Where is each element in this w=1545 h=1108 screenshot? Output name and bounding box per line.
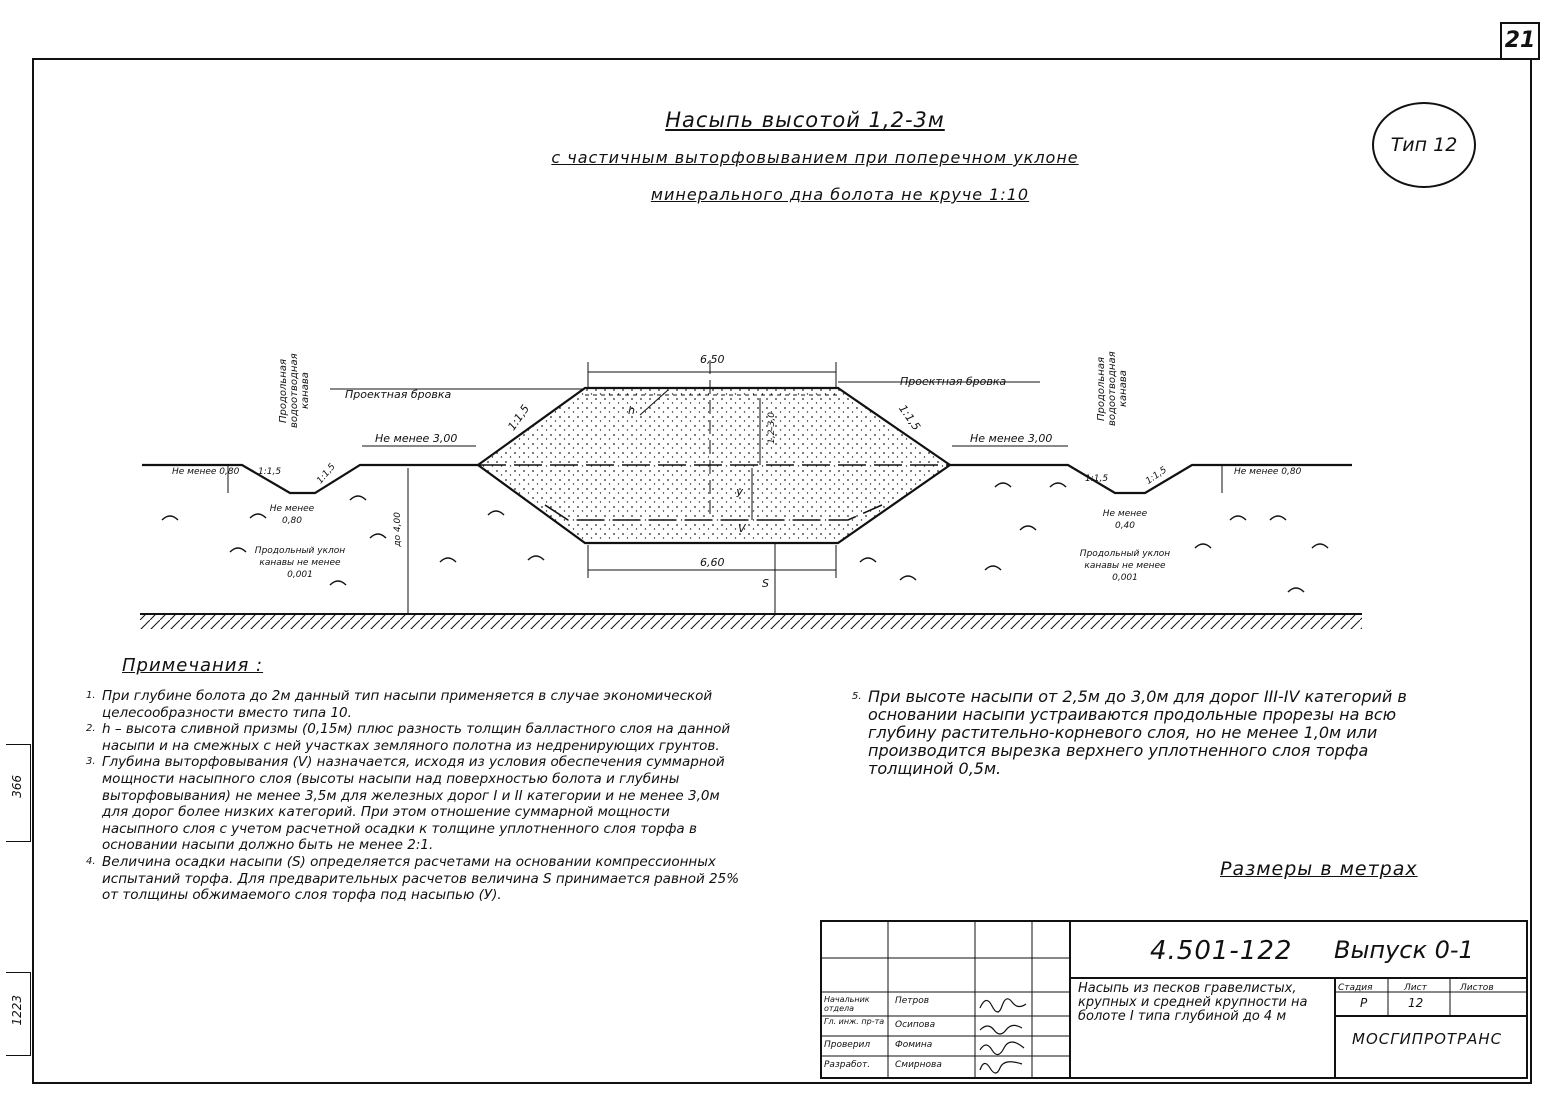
side-stamp-box-bottom <box>6 972 31 1056</box>
y-label: У <box>736 487 743 500</box>
note-item: 2.h – высота сливной призмы (0,15м) плюс… <box>86 721 731 754</box>
name-cell: Петров <box>895 996 930 1006</box>
organization: МОСГИПРОТРАНС <box>1352 1030 1503 1048</box>
notes-right: 5.При высоте насыпи от 2,5м до 3,0м для … <box>852 688 1452 778</box>
side-stamp-box-top <box>6 744 31 842</box>
sheet-value: 12 <box>1408 996 1424 1010</box>
s-label: S <box>762 577 769 590</box>
stage-value: Р <box>1360 996 1368 1010</box>
right-ditch-gradient: Продольный уклон канавы не менее 0,001 <box>1079 549 1171 583</box>
right-offset-label: Не менее 3,00 <box>970 432 1053 445</box>
height-dim-label: 1,2-3,0 <box>767 412 777 444</box>
left-ditch-name: Продольная водоотводная канава <box>278 353 311 429</box>
h-label: h <box>628 404 635 417</box>
side-label-top: 366 <box>10 775 24 798</box>
left-ditch-depth: Не менее 0,80 <box>172 467 240 477</box>
left-ditch-slope-a: 1:1,5 <box>258 467 282 477</box>
title-line-1: Насыпь высотой 1,2-3м <box>665 108 945 132</box>
page-number: 21 <box>1500 22 1540 60</box>
embankment-cross-section <box>140 360 1362 629</box>
name-cell: Фомина <box>895 1040 933 1050</box>
right-ditch-depth: Не менее 0,80 <box>1234 467 1302 477</box>
name-cell: Осипова <box>895 1020 936 1030</box>
note-item: 5.При высоте насыпи от 2,5м до 3,0м для … <box>852 687 1407 778</box>
note-item: 3.Глубина выторфовывания (V) назначается… <box>86 754 725 854</box>
v-label: V <box>738 522 746 535</box>
type-badge: Тип 12 <box>1372 102 1476 188</box>
notes-left: 1.При глубине болота до 2м данный тип на… <box>86 688 746 904</box>
top-width-label: 6,50 <box>700 353 725 366</box>
note-item: 1.При глубине болота до 2м данный тип на… <box>86 688 713 721</box>
side-label-bottom: 1223 <box>10 995 24 1026</box>
left-ditch-bottom: Не менее 0,80 <box>269 504 315 526</box>
drawing-frame <box>32 58 1532 1084</box>
role-cell: Начальник отдела <box>824 995 870 1013</box>
issue-label: Выпуск 0-1 <box>1334 936 1474 964</box>
title-line-3: минерального дна болота не круче 1:10 <box>650 185 1030 204</box>
notes-heading: Примечания : <box>122 655 264 676</box>
note-item: 4.Величина осадки насыпи (S) определяетс… <box>86 853 740 904</box>
sheet-header: Лист <box>1404 983 1427 993</box>
right-brow-label: Проектная бровка <box>900 375 1007 388</box>
title-line-2: с частичным выторфовыванием при поперечн… <box>551 148 1079 167</box>
right-ditch-name: Продольная водоотводная канава <box>1096 351 1129 427</box>
sheets-header: Листов <box>1460 983 1494 993</box>
role-cell: Проверил <box>824 1040 871 1050</box>
left-ditch-gradient: Продольный уклон канавы не менее 0,001 <box>254 546 346 580</box>
role-cell: Разработ. <box>824 1060 871 1070</box>
left-brow-label: Проектная бровка <box>345 388 452 401</box>
left-offset-label: Не менее 3,00 <box>375 432 458 445</box>
ground-surface-right <box>950 463 1352 495</box>
right-ditch-slope-a: 1:1,5 <box>1085 474 1109 484</box>
doc-number: 4.501-122 <box>1150 936 1293 966</box>
stage-header: Стадия <box>1338 983 1373 993</box>
units-note: Размеры в метрах <box>1220 858 1418 880</box>
depth-label: до 4,00 <box>393 512 403 547</box>
role-cell: Гл. инж. пр-та <box>824 1017 885 1026</box>
ground-surface-left <box>142 463 478 495</box>
name-cell: Смирнова <box>895 1060 942 1070</box>
bottom-width-label: 6,60 <box>700 556 725 569</box>
right-ditch-bottom: Не менее 0,40 <box>1102 509 1148 531</box>
title-block-grid <box>820 920 1528 1079</box>
doc-description: Насыпь из песков гравелистых, крупных и … <box>1078 981 1308 1024</box>
signatures <box>979 998 1027 1074</box>
